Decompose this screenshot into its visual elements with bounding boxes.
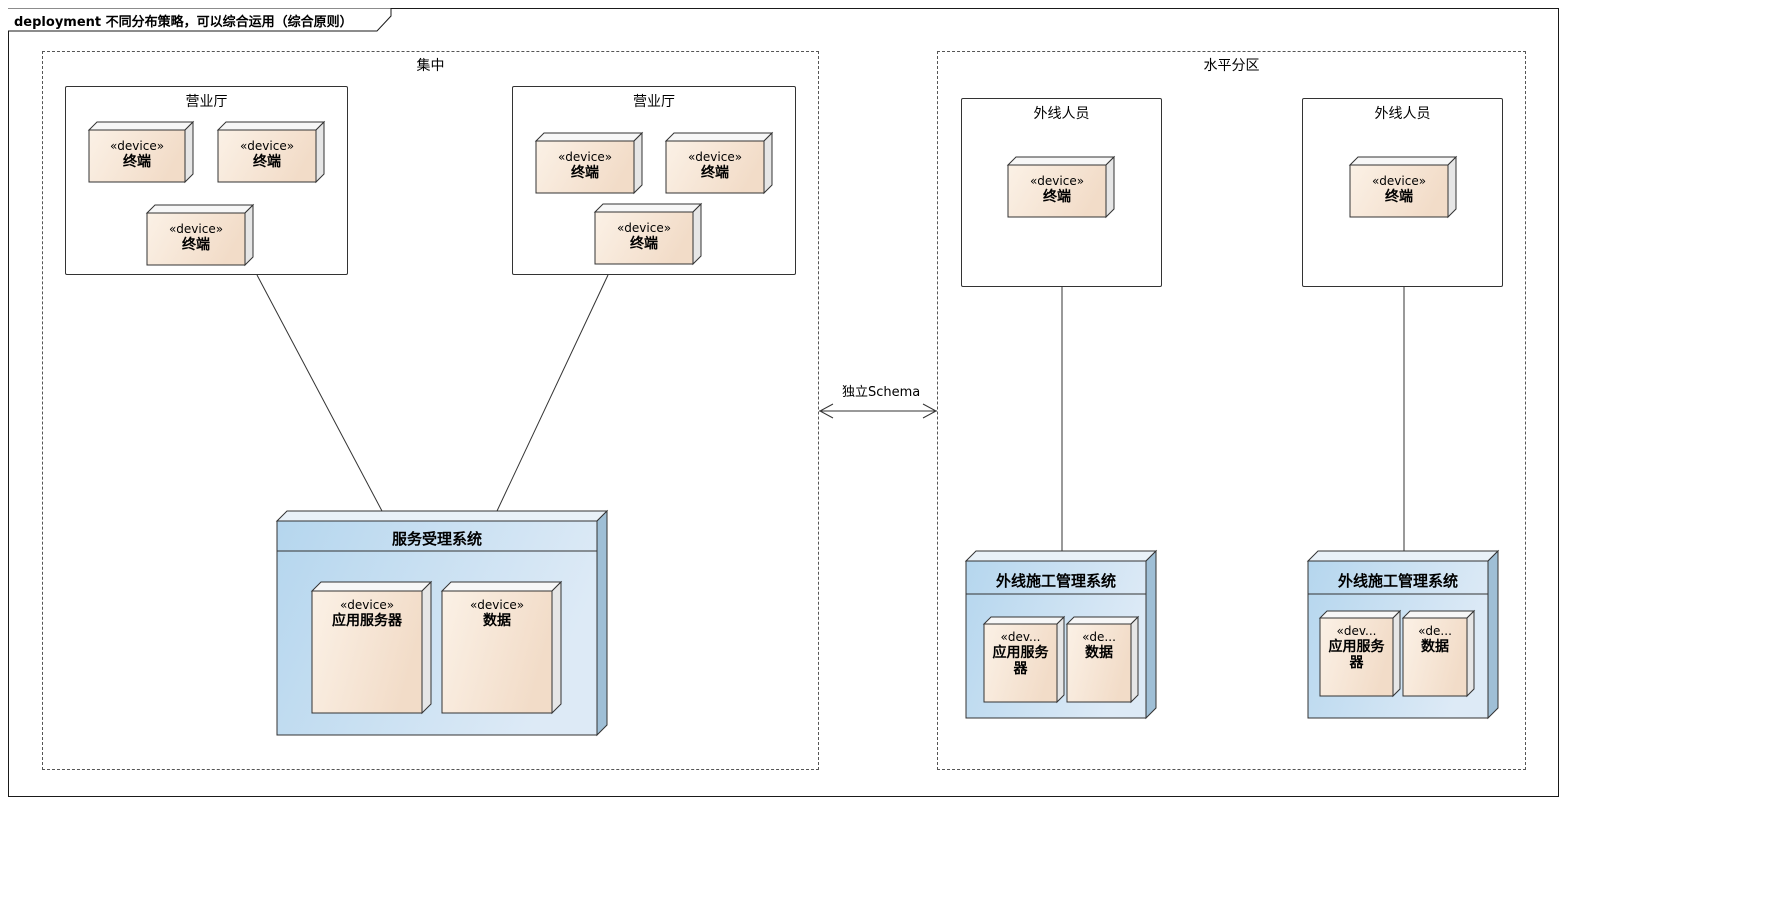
data-device-field2[interactable]: «de...数据 bbox=[1401, 609, 1476, 698]
hall-title-2: 营业厅 bbox=[633, 94, 675, 110]
system-title-field-construction-2: 外线施工管理系统 bbox=[1337, 572, 1458, 590]
link-hall2-to-service[interactable] bbox=[496, 274, 609, 512]
device-name-terminal: 终端 bbox=[571, 164, 599, 181]
device-name-terminal: 终端 bbox=[123, 153, 151, 170]
device-node-shape bbox=[216, 120, 326, 184]
device-stereotype: «dev... bbox=[1000, 630, 1041, 644]
device-name-terminal: 终端 bbox=[630, 235, 658, 252]
device-name-data: 数据 bbox=[483, 612, 511, 629]
device-name-terminal: 终端 bbox=[1043, 188, 1071, 205]
device-node-shape bbox=[1318, 609, 1402, 698]
device-stereotype: «de... bbox=[1418, 624, 1452, 638]
terminal-device-hall2-b[interactable]: «device»终端 bbox=[664, 131, 774, 195]
package-centralized[interactable]: 集中 bbox=[42, 51, 819, 770]
device-stereotype: «device» bbox=[168, 222, 224, 236]
device-node-shape bbox=[593, 202, 703, 266]
app-server-device[interactable]: «device»应用服务器 bbox=[310, 580, 433, 715]
package-title-centralized: 集中 bbox=[416, 58, 445, 74]
data-device-field1[interactable]: «de...数据 bbox=[1065, 615, 1140, 704]
package-horizontal-partition[interactable]: 水平分区 bbox=[937, 51, 1526, 770]
device-stereotype: «de... bbox=[1082, 630, 1116, 644]
device-stereotype: «device» bbox=[469, 598, 525, 612]
device-name-data: 数据 bbox=[1421, 638, 1449, 655]
terminal-device-hall2-c[interactable]: «device»终端 bbox=[593, 202, 703, 266]
device-name-terminal: 终端 bbox=[1385, 188, 1413, 205]
device-name-terminal: 终端 bbox=[701, 164, 729, 181]
device-stereotype: «device» bbox=[339, 598, 395, 612]
device-stereotype: «device» bbox=[1371, 174, 1427, 188]
device-node-shape bbox=[1348, 155, 1458, 219]
frame-title: deployment 不同分布策略，可以综合运用（综合原则） bbox=[14, 15, 353, 30]
terminal-device-field1[interactable]: «device»终端 bbox=[1006, 155, 1116, 219]
terminal-device-hall2-a[interactable]: «device»终端 bbox=[534, 131, 644, 195]
app-server-device-field1[interactable]: «dev...应用服务器 bbox=[982, 615, 1066, 704]
device-name-app-server: 应用服务器 bbox=[332, 612, 402, 629]
field-staff-title-2: 外线人员 bbox=[1374, 106, 1431, 122]
device-node-shape bbox=[145, 203, 255, 267]
independent-schema-arrow[interactable] bbox=[818, 403, 938, 419]
device-node-shape bbox=[1065, 615, 1140, 704]
service-acceptance-system-node[interactable]: 服务受理系统 «device»应用服务器 «device»数据 bbox=[275, 509, 609, 737]
device-stereotype: «device» bbox=[687, 150, 743, 164]
diagram-frame bbox=[8, 8, 1559, 797]
device-stereotype: «device» bbox=[1029, 174, 1085, 188]
terminal-device-field2[interactable]: «device»终端 bbox=[1348, 155, 1458, 219]
device-node-shape bbox=[664, 131, 774, 195]
device-name-app-server-line1: 应用服务 bbox=[1328, 638, 1385, 655]
device-node-shape bbox=[310, 580, 433, 715]
field-staff-title-1: 外线人员 bbox=[1033, 106, 1090, 122]
link-hall1-to-service[interactable] bbox=[256, 274, 383, 512]
device-stereotype: «dev... bbox=[1336, 624, 1377, 638]
device-stereotype: «device» bbox=[616, 221, 672, 235]
device-name-app-server-line2: 器 bbox=[1013, 660, 1028, 677]
device-stereotype: «device» bbox=[557, 150, 613, 164]
device-stereotype: «device» bbox=[239, 139, 295, 153]
system-title-service-acceptance: 服务受理系统 bbox=[391, 530, 482, 548]
device-node-shape bbox=[982, 615, 1066, 704]
connector-label: 独立Schema bbox=[842, 385, 921, 400]
device-name-app-server-line1: 应用服务 bbox=[992, 644, 1049, 661]
data-device[interactable]: «device»数据 bbox=[440, 580, 563, 715]
device-node-shape bbox=[1401, 609, 1476, 698]
device-node-shape bbox=[1006, 155, 1116, 219]
device-name-app-server-line2: 器 bbox=[1349, 654, 1364, 671]
device-name-terminal: 终端 bbox=[253, 153, 281, 170]
device-stereotype: «device» bbox=[109, 139, 165, 153]
frame-title-tab bbox=[8, 8, 392, 32]
field-construction-system-node-2[interactable]: 外线施工管理系统 «dev...应用服务器 «de...数据 bbox=[1306, 549, 1500, 720]
terminal-device-hall1-c[interactable]: «device»终端 bbox=[145, 203, 255, 267]
field-staff-box-1[interactable]: 外线人员 bbox=[961, 98, 1162, 287]
package-title-horizontal-partition: 水平分区 bbox=[1203, 58, 1260, 74]
terminal-device-hall1-a[interactable]: «device»终端 bbox=[87, 120, 195, 184]
device-name-terminal: 终端 bbox=[182, 236, 210, 253]
app-server-device-field2[interactable]: «dev...应用服务器 bbox=[1318, 609, 1402, 698]
hall-title-1: 营业厅 bbox=[185, 94, 228, 110]
system-title-field-construction-1: 外线施工管理系统 bbox=[995, 572, 1116, 590]
field-construction-system-node-1[interactable]: 外线施工管理系统 «dev...应用服务器 «de...数据 bbox=[964, 549, 1158, 720]
device-node-shape bbox=[87, 120, 195, 184]
device-node-shape bbox=[440, 580, 563, 715]
device-name-data: 数据 bbox=[1085, 644, 1113, 661]
terminal-device-hall1-b[interactable]: «device»终端 bbox=[216, 120, 326, 184]
device-node-shape bbox=[534, 131, 644, 195]
